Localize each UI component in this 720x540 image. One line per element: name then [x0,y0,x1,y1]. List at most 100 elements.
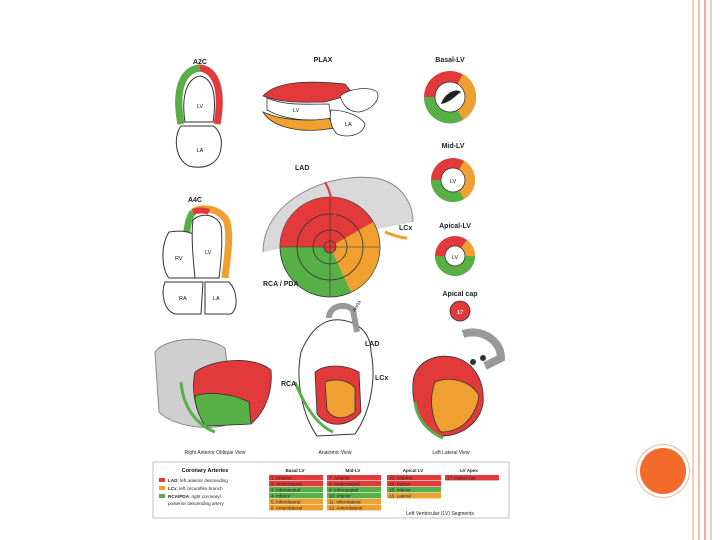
decorative-border-line [692,0,694,540]
table-cell: 7. Anterior [329,475,350,480]
legend-item-rca-cont: posterior descending artery [168,501,224,506]
a4c-rv-label: RV [175,256,183,262]
legend-swatch-lcx [159,486,165,490]
basal-lv-title: Basal-LV [435,57,465,64]
plax-la [329,109,366,137]
table-cell-bg [387,487,441,493]
a2c-title: A2C [193,59,207,66]
mid-lv-ring [431,158,475,202]
table-cell: 6. Anterolateral [271,505,302,510]
rao-caption: Right Anterior Oblique View [184,450,245,456]
left-lateral-view-drawing [412,328,506,440]
a4c-ra-label: RA [179,296,187,302]
a4c-lv [191,214,223,279]
coronary-segments-figure: A2C LV LA PLAX LV LA Basal-LV Mid-LV LV … [145,52,517,520]
anatomic-lad-label: LAD [365,341,379,348]
table-cell: 2. Anteroseptal [271,481,302,486]
table-cell-bg [327,493,381,499]
anatomic-caption: Anatomic View [319,450,352,456]
a2c-lv-label: LV [197,104,204,110]
apical-cap-circle [449,300,471,322]
table-cell: 14. Septal [389,481,410,486]
plax-lv-label: LV [293,108,300,114]
anatomic-rca-label: RCA [281,381,296,388]
table-cell-bg [327,481,381,487]
table-cell: 12. Anterolateral [329,505,362,510]
a4c-ra [162,281,204,315]
anatomic-view-drawing [293,302,374,437]
table-cell: 13. Anterior [389,475,413,480]
segments-caption: Left Ventricular (LV) Segments [406,511,474,517]
table-cell-bg [387,475,441,481]
apical-lv-title: Apical-LV [439,223,471,230]
aorta-label: Aorta [352,299,363,313]
lad-artery-line [324,181,338,231]
table-cell: 17. Apical cap [447,475,476,480]
table-cell: 10. Inferior [329,493,351,498]
table-cell: 3. Inferoseptal [271,487,300,492]
table-cell: 8. Anteroseptal [329,481,360,486]
bullseye-diagram [279,196,381,298]
decorative-border-line [698,0,700,540]
table-cell: 4. Inferior [271,493,291,498]
legend-item-lad: LAD: left anterior descending [168,478,228,483]
table-cell-bg [269,499,323,505]
plax-title: PLAX [314,57,333,64]
table-cell-bg [269,505,323,511]
orange-circle-decoration [640,448,686,494]
table-cell-bg [269,481,323,487]
table-header-apex: LV Apex [460,468,478,473]
plax-aorta [339,88,379,113]
a4c-lv-label: LV [205,250,212,256]
table-cell-bg [327,487,381,493]
lcx-label: LCx [399,225,412,232]
table-cell-bg [387,493,441,499]
legend-item-lcx: LCx: left circumflex branch [168,486,223,491]
basal-lv-ring [423,71,477,124]
rca-pda-label: RCA / PDA [263,281,299,288]
table-cell: 15. Inferior [389,487,411,492]
a4c-la [204,281,237,315]
llv-caption: Left Lateral View [432,450,470,456]
table-cell-bg [327,505,381,511]
lad-label: LAD [295,165,309,172]
plax-septum-red [262,81,354,103]
decorative-border-line [704,0,706,540]
table-cell-bg [445,475,499,481]
anatomic-lcx-label: LCx [375,375,388,382]
table-cell: 16. Lateral [389,493,411,498]
apical-lv-label: LV [452,255,459,261]
legend-item-rca: RCA/PDA: right coronary/ [168,494,222,499]
a2c-wall-green [175,64,201,125]
legend-title: Coronary Arteries [182,468,229,474]
legend-swatch-rca [159,494,165,498]
figure-drawing: A2C LV LA PLAX LV LA Basal-LV Mid-LV LV … [152,57,510,519]
apical-cap-title: Apical cap [442,291,477,298]
table-cell: 11. Inferolateral [329,499,361,504]
table-cell: 1. Anterior [271,475,292,480]
plax-la-label: LA [345,122,352,128]
lcx-artery-line [384,230,408,240]
table-cell: 9. Inferoseptal [329,487,358,492]
a4c-la-label: LA [213,296,220,302]
decorative-border-line [710,0,712,540]
a4c-apex-red [191,207,211,215]
apical-lv-ring [435,236,475,276]
table-cell-bg [269,487,323,493]
a2c-la [175,125,222,168]
table-cell-bg [269,475,323,481]
apical-cap-number: 17 [457,310,463,316]
table-header-basal: Basal LV [285,468,305,473]
a2c-lv-cavity [183,75,215,123]
rao-view-drawing [154,338,272,434]
table-cell-bg [327,499,381,505]
table-cell-bg [387,481,441,487]
table-header-apical: Apical LV [403,468,425,473]
a2c-la-label: LA [197,148,204,154]
a4c-title: A4C [188,197,202,204]
table-cell-bg [327,475,381,481]
table-cell: 5. Inferolateral [271,499,300,504]
table-cell-bg [269,493,323,499]
mid-lv-title: Mid-LV [442,143,465,150]
